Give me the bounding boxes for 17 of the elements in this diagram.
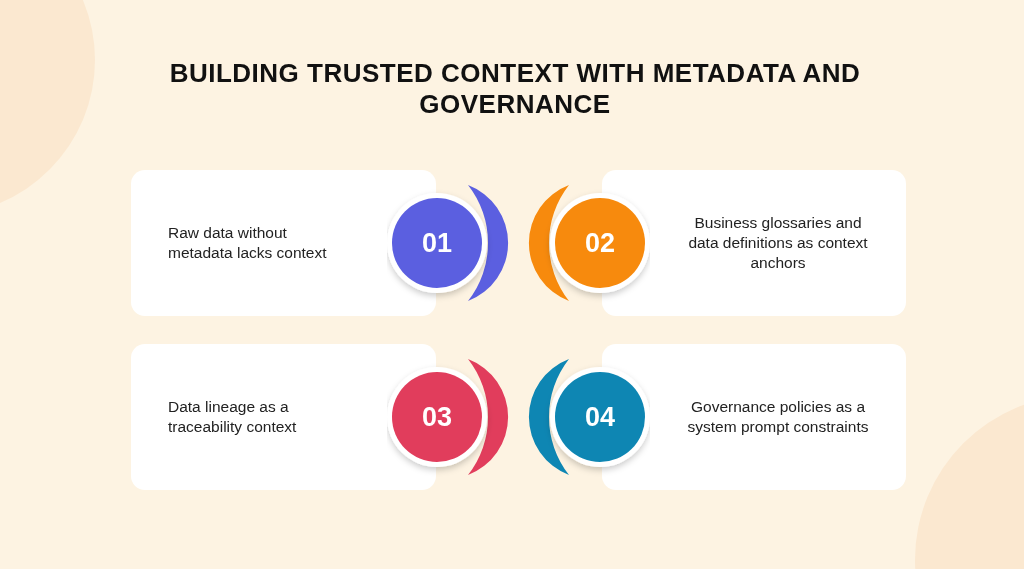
card-text: Raw data without metadata lacks context (168, 223, 328, 263)
text-card (650, 344, 906, 490)
text-card (131, 344, 387, 490)
step-number: 03 (420, 401, 453, 433)
number-badge (387, 344, 509, 490)
number-badge (528, 344, 650, 490)
text-card (131, 170, 387, 316)
number-badge (387, 170, 509, 316)
number-badge (528, 170, 650, 316)
title: BUILDING TRUSTED CONTEXT WITH METADATA AND GOVERNANCE (168, 58, 862, 120)
card-text: Business glossaries and data definitions as context anchors (687, 213, 869, 273)
card-text: Governance policies as a system prompt constraints (686, 397, 870, 437)
step-number: 01 (420, 227, 453, 259)
card-text: Data lineage as a traceability context (168, 397, 298, 437)
step-number: 04 (583, 401, 616, 433)
text-card (650, 170, 906, 316)
step-number: 02 (583, 227, 616, 259)
